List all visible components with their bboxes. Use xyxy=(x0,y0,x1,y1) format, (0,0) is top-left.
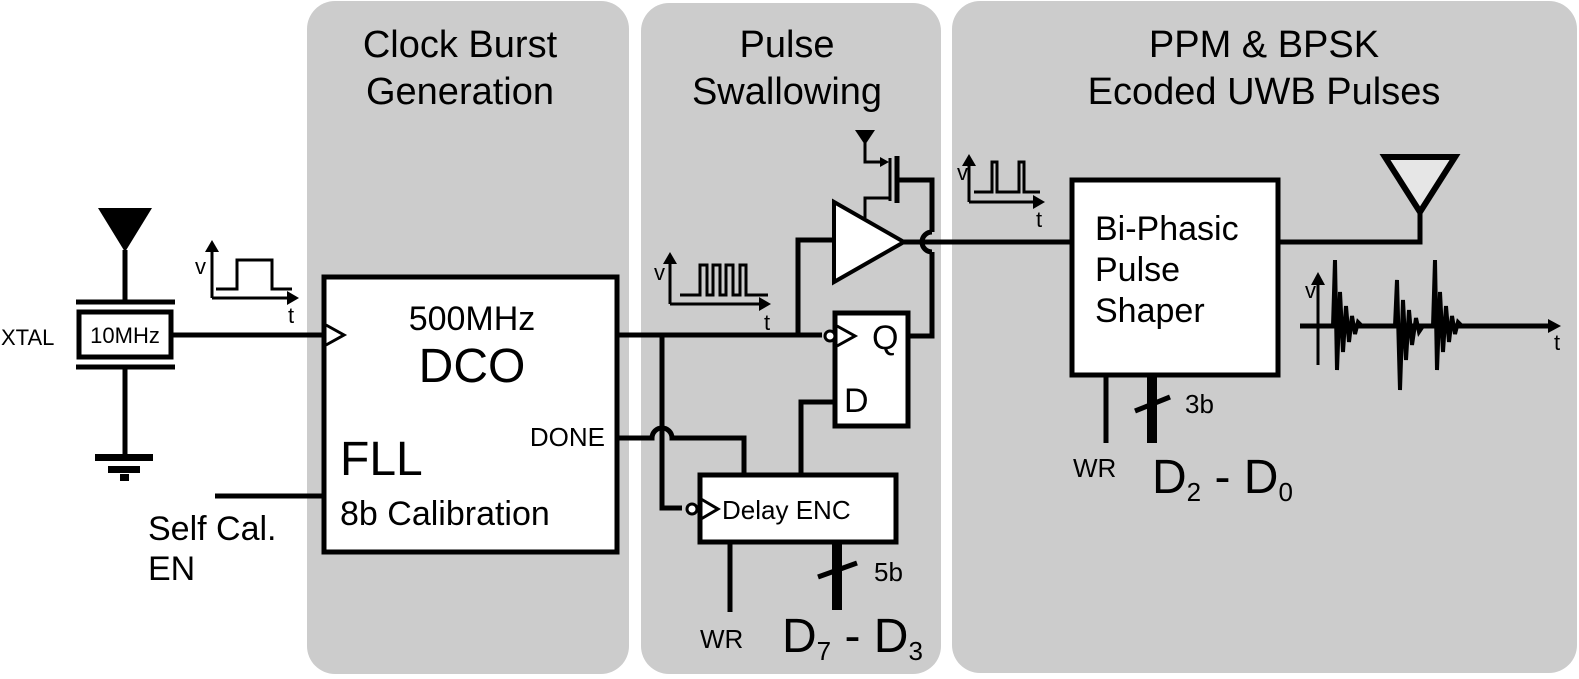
axis-v-label: v xyxy=(654,260,665,285)
waveform-single-pulse: v t xyxy=(195,240,299,328)
ground-icon xyxy=(95,454,153,481)
panel-title-pulse-swallowing-2: Swallowing xyxy=(692,71,882,113)
fll-label: FLL xyxy=(340,433,423,486)
waveform-ppm-pulses: v t xyxy=(957,154,1045,232)
pulse-shaper-label-2: Pulse xyxy=(1095,251,1180,289)
d-flipflop: Q D xyxy=(823,310,911,429)
uwb-pulse xyxy=(1431,259,1464,371)
panel-title-clock-burst-2: Generation xyxy=(366,71,554,113)
delay-enc-data-label: D7 - D3 xyxy=(782,610,923,666)
waveform-uwb-pulses: v t xyxy=(1300,259,1561,391)
pulse-shaper-block: Bi-Phasic Pulse Shaper 3b WR D2 - D0 xyxy=(1069,177,1293,507)
antenna-icon xyxy=(1379,154,1461,218)
calibration-label: 8b Calibration xyxy=(340,495,550,533)
uwb-pulse xyxy=(1393,279,1425,391)
panel-title-uwb-2: Ecoded UWB Pulses xyxy=(1088,71,1441,113)
buffer-icon xyxy=(832,198,909,286)
crystal-icon xyxy=(76,299,175,370)
axis-v-label: v xyxy=(957,160,968,185)
pmos-transistor-icon xyxy=(855,130,935,339)
axis-v-label: v xyxy=(195,254,206,279)
done-label: DONE xyxy=(530,422,605,452)
uwb-pulse xyxy=(1331,259,1364,371)
axis-t-label: t xyxy=(288,303,294,328)
flipflop-d-label: D xyxy=(844,382,869,420)
axis-t-label: t xyxy=(1554,330,1560,355)
self-cal-label-1: Self Cal. xyxy=(148,510,277,548)
crystal-oscillator: 10MHz XTAL xyxy=(1,208,322,481)
pulse-shaper-bits-label: 3b xyxy=(1185,389,1214,419)
dco-label: DCO xyxy=(419,340,526,393)
pulse-shaper-label-1: Bi-Phasic xyxy=(1095,210,1239,248)
axis-v-label: v xyxy=(1305,278,1316,303)
pulse-shaper-wr-label: WR xyxy=(1073,453,1116,483)
delay-encoder-block: Delay ENC 5b WR D7 - D3 xyxy=(685,472,923,666)
pulse-shaper-label-3: Shaper xyxy=(1095,292,1205,330)
crystal-freq-label: 10MHz xyxy=(90,323,160,348)
pulse-shaper-data-label: D2 - D0 xyxy=(1152,451,1293,507)
axis-t-label: t xyxy=(1036,207,1042,232)
panel-title-uwb-1: PPM & BPSK xyxy=(1149,24,1379,66)
delay-enc-label: Delay ENC xyxy=(722,495,851,525)
flipflop-q-label: Q xyxy=(872,319,898,357)
antenna-icon xyxy=(98,208,152,252)
axis-t-label: t xyxy=(764,310,770,335)
self-cal-label-2: EN xyxy=(148,550,195,588)
vdd-icon xyxy=(855,130,875,145)
panel-title-clock-burst-1: Clock Burst xyxy=(363,24,558,66)
waveform-clock-burst: v t xyxy=(654,252,771,335)
xtal-label: XTAL xyxy=(1,325,54,350)
delay-enc-bits-label: 5b xyxy=(874,557,903,587)
dco-fll-block: 500MHz DCO DONE FLL 8b Calibration xyxy=(321,274,620,555)
panel-title-pulse-swallowing-1: Pulse xyxy=(739,24,834,66)
dco-freq-label: 500MHz xyxy=(409,300,536,338)
delay-enc-wr-label: WR xyxy=(700,624,743,654)
